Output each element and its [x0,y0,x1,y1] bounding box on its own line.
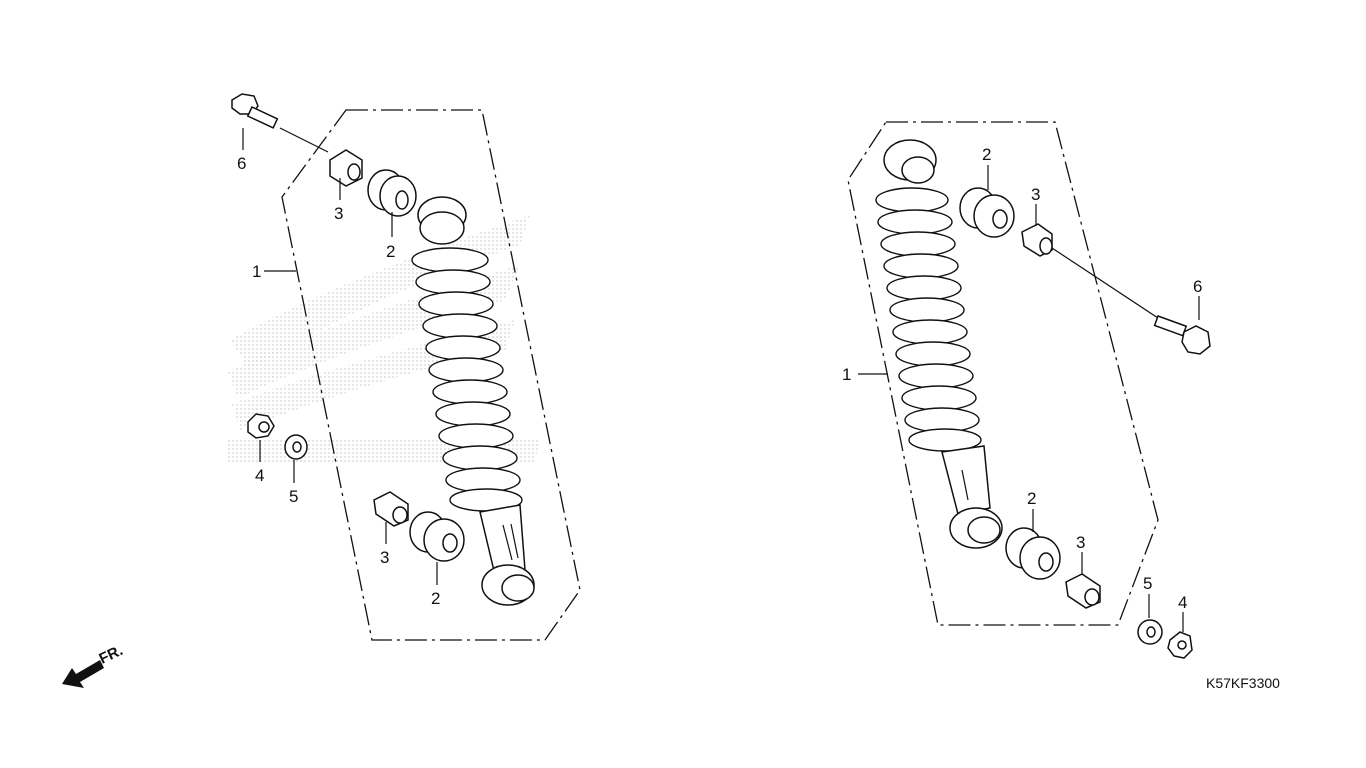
nut-icon [247,413,275,439]
label-shock-absorber: 1 [252,262,261,281]
right-assembly: 1 2 3 6 2 3 5 4 [842,121,1211,659]
label-bolt: 6 [1193,277,1202,296]
washer-icon [284,434,308,460]
label-nut: 4 [1178,593,1187,612]
collar-icon [373,491,409,527]
shock-absorber-icon [411,196,535,606]
rubber-bushing-icon [409,511,465,562]
rubber-bushing-icon [367,169,417,217]
left-kit-boundary [281,109,581,641]
rubber-bushing-icon [959,187,1015,238]
collar-icon [1021,223,1159,319]
label-nut: 4 [255,466,264,485]
collar-icon [329,149,363,187]
label-rubber-bushing: 2 [1027,489,1036,508]
label-bolt: 6 [237,154,246,173]
front-label: FR. [97,642,126,668]
collar-icon [1065,573,1101,609]
label-collar: 3 [1076,533,1085,552]
nut-icon [1167,631,1193,659]
shock-absorber-icon [875,139,1003,549]
diagram-code: K57KF3300 [1206,675,1280,691]
right-kit-boundary [847,121,1159,626]
arrow-icon [62,660,104,688]
label-collar: 3 [380,548,389,567]
label-rubber-bushing: 2 [982,145,991,164]
bolt-icon [1153,315,1211,355]
washer-icon [1137,619,1163,645]
label-shock-absorber: 1 [842,365,851,384]
spring-icon [411,247,523,512]
label-rubber-bushing: 2 [431,589,440,608]
rubber-bushing-icon [1005,527,1061,580]
label-collar: 3 [334,204,343,223]
spring-icon [875,187,982,452]
label-washer: 5 [289,487,298,506]
left-assembly: 1 6 3 2 4 5 3 2 [231,93,581,641]
label-washer: 5 [1143,574,1152,593]
label-collar: 3 [1031,185,1040,204]
bolt-icon [231,93,329,153]
front-direction-indicator: FR. [62,642,126,688]
label-rubber-bushing: 2 [386,242,395,261]
